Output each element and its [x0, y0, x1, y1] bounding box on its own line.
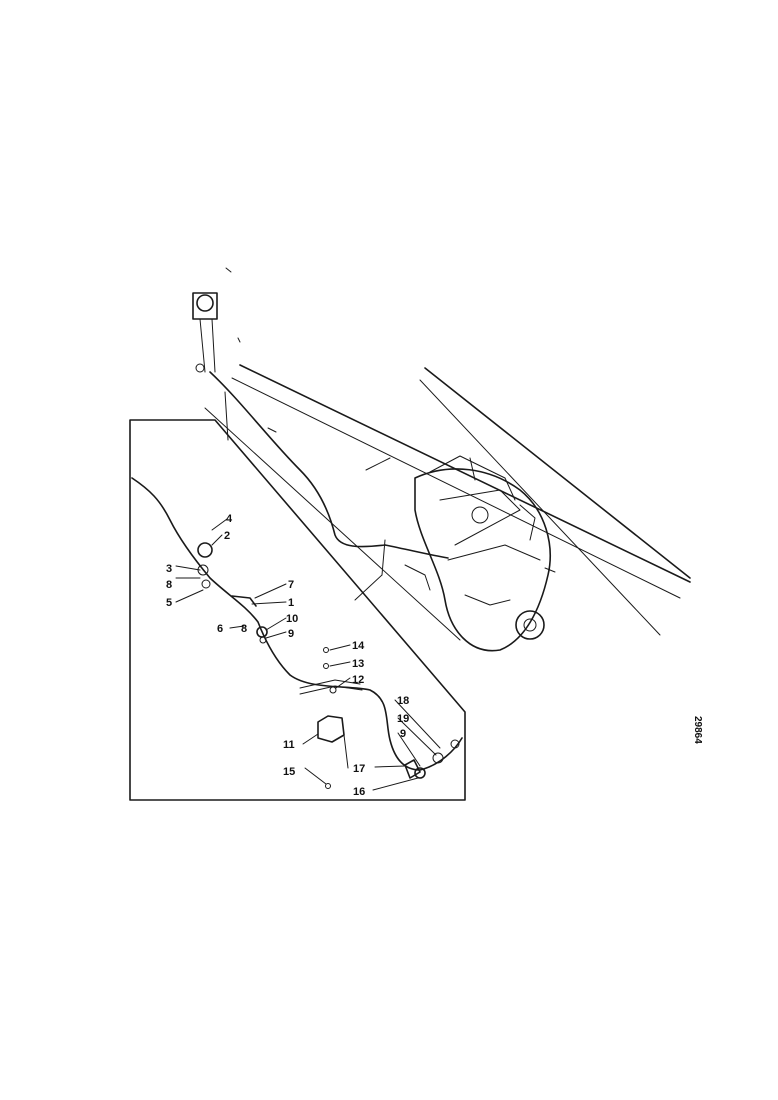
callout-11: 11 [283, 739, 295, 751]
screw-15 [325, 783, 331, 789]
callout-10: 10 [286, 613, 298, 625]
clip-bracket [231, 595, 257, 607]
hose-end-16 [414, 767, 426, 779]
callout-4: 4 [226, 513, 233, 525]
callout-labels: 4 2 3 8 5 7 1 6 8 10 9 14 13 12 18 19 9 … [166, 513, 409, 798]
callout-8-upper: 8 [166, 579, 172, 591]
nut-18 [450, 739, 460, 749]
mounting-plate [317, 715, 345, 743]
clip-12 [329, 686, 337, 694]
callout-2: 2 [224, 530, 230, 542]
callout-16: 16 [353, 786, 365, 798]
callout-13: 13 [352, 658, 364, 670]
callout-8-lower: 8 [241, 623, 247, 635]
callout-9-upper: 9 [288, 628, 294, 640]
callout-12: 12 [352, 674, 364, 686]
union-nut-lower [201, 579, 211, 589]
frame-rails [204, 364, 691, 641]
drawing-number: 29864 [692, 716, 703, 744]
washer-19 [432, 752, 444, 764]
sealing-washer [259, 636, 267, 644]
nut-13 [323, 663, 329, 669]
callout-3: 3 [166, 563, 172, 575]
leader-lines [175, 518, 441, 791]
upper-brake-line [209, 371, 449, 601]
callout-19: 19 [397, 713, 409, 725]
bolt-14 [323, 647, 329, 653]
callout-17: 17 [353, 763, 365, 775]
callout-5: 5 [166, 597, 172, 609]
callout-14: 14 [352, 640, 365, 652]
callout-6: 6 [217, 623, 223, 635]
callout-15: 15 [283, 766, 295, 778]
callout-7: 7 [288, 579, 294, 591]
hose-union-17 [404, 759, 421, 779]
gearbox-assembly [404, 455, 556, 652]
callout-18: 18 [397, 695, 409, 707]
banjo-fitting [197, 542, 213, 558]
inset-components [197, 542, 460, 789]
brake-valve-upper [192, 267, 241, 373]
detail-inset [129, 419, 466, 801]
callout-1: 1 [288, 597, 294, 609]
callout-9-lower: 9 [400, 728, 406, 740]
